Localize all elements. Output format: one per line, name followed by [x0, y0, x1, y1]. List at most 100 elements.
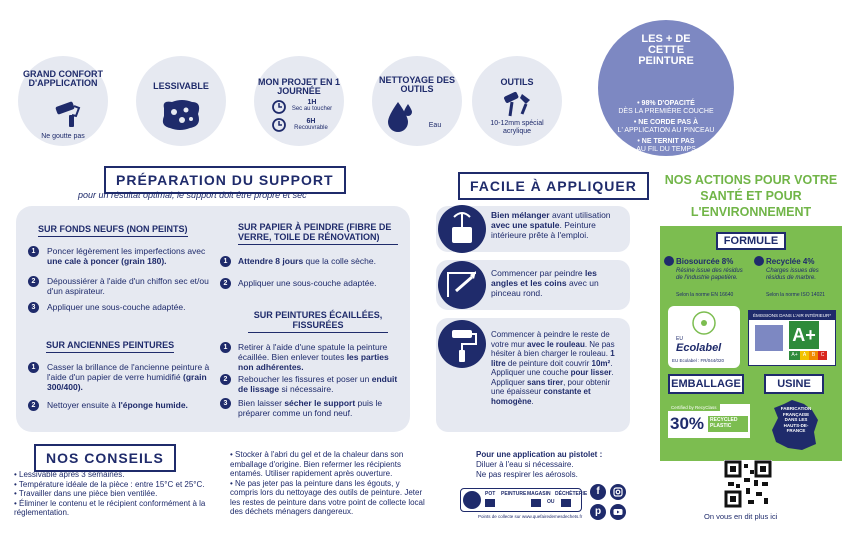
feature-title: GRAND CONFORT D'APPLICATION	[23, 69, 103, 88]
easy-title: FACILE À APPLIQUER	[458, 172, 649, 200]
anciennes-step-2: Nettoyer ensuite à l'éponge humide.	[47, 400, 188, 410]
prep-panel: SUR FONDS NEUFS (NON PEINTS) 1 Poncer lé…	[16, 206, 410, 432]
ecaillees-step-2: Reboucher les fissures et poser un endui…	[238, 374, 398, 394]
papier-heading: SUR PAPIER À PEINDRE (FIBRE DE VERRE, TO…	[238, 222, 398, 245]
actions-title: NOS ACTIONS POUR VOTRE SANTÉ ET POUR L'E…	[664, 173, 838, 219]
easy-step-mix: Bien mélanger avant utilisation avec une…	[436, 205, 630, 253]
feature-sub: Eau	[428, 122, 442, 129]
conseils-right: • Stocker à l'abri du gel et de la chale…	[230, 450, 425, 516]
recyclee-title: Recyclée 4%	[766, 257, 815, 266]
mixing-icon	[438, 205, 486, 253]
instagram-icon[interactable]	[610, 484, 626, 500]
feature-confort: GRAND CONFORT D'APPLICATION Ne goutte pa…	[18, 56, 108, 146]
formule-tag: FORMULE	[716, 232, 786, 250]
france-map-icon	[772, 400, 818, 450]
feature-nettoyage: NETTOYAGE DES OUTILS Eau	[372, 56, 462, 146]
neufs-heading: SUR FONDS NEUFS (NON PEINTS)	[38, 224, 188, 237]
step-number: 2	[220, 374, 231, 385]
recycle-icon	[754, 256, 764, 266]
step-number: 1	[28, 362, 39, 373]
feature-projet: MON PROJET EN 1 JOURNÉE 1H Sec au touche…	[254, 56, 344, 146]
conseils-title: NOS CONSEILS	[34, 444, 176, 472]
feature-title: NETTOYAGE DES OUTILS	[378, 75, 456, 94]
pot-icon	[485, 499, 495, 507]
recyclee-norm: Selon la norme ISO 14021	[766, 292, 825, 298]
easy-step-corners: Commencer par peindre les angles et les …	[436, 260, 630, 310]
step-number: 1	[220, 256, 231, 267]
roller-brush-icon	[504, 91, 530, 117]
waste-center-icon	[561, 499, 571, 507]
qr-caption: On vous en dit plus ici	[704, 512, 778, 521]
easy-text-1: Bien mélanger avant utilisation avec une…	[491, 210, 611, 240]
paint-roller-icon	[55, 101, 81, 127]
conseils-left: • Lessivable après 3 semaines. • Tempéra…	[14, 470, 206, 517]
emissions-badge: ÉMISSIONS DANS L'AIR INTÉRIEUR* A+ A+ A …	[748, 310, 836, 366]
feature-outils: OUTILS 10-12mm spécial acrylique	[472, 56, 562, 146]
biosourcee-title: Biosourcée 8%	[676, 257, 734, 266]
sponge-icon	[162, 100, 200, 130]
feature-sub: 10-12mm spécial acrylique	[490, 120, 544, 135]
benefit-item: • NE S'ENCRASSE PAS	[627, 157, 705, 164]
ecaillees-step-3: Bien laisser sécher le support puis le p…	[238, 398, 383, 418]
step-number: 3	[28, 302, 39, 313]
step-number: 3	[220, 398, 231, 409]
water-drop-icon	[388, 102, 412, 132]
easy-step-roller: Commencer à peindre le reste de votre mu…	[436, 318, 630, 432]
easy-text-3: Commencer à peindre le reste de votre mu…	[491, 330, 615, 406]
step-number: 2	[28, 400, 39, 411]
qr-code[interactable]	[724, 460, 772, 508]
ecaillees-heading: SUR PEINTURES ÉCAILLÉES, FISSURÉES	[248, 310, 388, 333]
flower-icon	[692, 311, 716, 335]
youtube-icon[interactable]	[610, 504, 626, 520]
feature-title: OUTILS	[500, 77, 534, 87]
recoat-time: 6H Recouvrable	[294, 118, 328, 131]
biosourcee-norm: Selon la norme EN 16640	[676, 292, 734, 298]
feature-sub: Ne goutte pas	[41, 133, 85, 140]
pinterest-icon[interactable]: p	[590, 504, 606, 520]
papier-step-2: Appliquer une sous-couche adaptée.	[238, 278, 377, 288]
house-icon	[755, 325, 783, 351]
clock-icon	[272, 118, 286, 132]
neufs-step-3: Appliquer une sous-couche adaptée.	[47, 302, 186, 312]
facebook-icon[interactable]: f	[590, 484, 606, 500]
step-number: 2	[28, 276, 39, 287]
ecolabel-badge: EU Ecolabel EU Ecolabel : FR/044/020	[668, 306, 740, 368]
papier-step-1: Attendre 8 jours que la colle sèche.	[238, 256, 376, 266]
step-number: 1	[220, 342, 231, 353]
biosourcee-text: Résine issue des résidus de l'industrie …	[676, 268, 743, 281]
brush-corner-icon	[438, 261, 486, 309]
ecaillees-step-1: Retirer à l'aide d'une spatule la peintu…	[238, 342, 389, 372]
prep-title: PRÉPARATION DU SUPPORT	[104, 166, 346, 194]
anciennes-step-1: Casser la brillance de l'ancienne peintu…	[47, 362, 210, 392]
clock-icon	[272, 100, 286, 114]
actions-panel: FORMULE Biosourcée 8% Résine issue des r…	[660, 226, 842, 461]
store-icon	[531, 499, 541, 507]
recycling-info: POT PEINTURE MAGASIN OU DÉCHÈTERIE	[460, 488, 587, 512]
feature-lessivable: LESSIVABLE	[136, 56, 226, 146]
recycling-footer: Points de collecte sur www.quefairedemes…	[478, 514, 583, 519]
step-number: 1	[28, 246, 39, 257]
feature-title: LESSIVABLE	[153, 81, 209, 91]
benefits-title: LES + DE CETTE PEINTURE	[638, 33, 694, 67]
triman-icon	[463, 491, 481, 509]
anciennes-heading: SUR ANCIENNES PEINTURES	[46, 340, 174, 353]
usine-tag: USINE	[764, 374, 824, 394]
dry-touch: 1H Sec au toucher	[291, 99, 333, 112]
step-number: 2	[220, 278, 231, 289]
feature-title: MON PROJET EN 1 JOURNÉE	[257, 77, 340, 96]
recyclee-text: Charges issues des résidus de marbre.	[766, 268, 819, 281]
pistolet-info: Pour une application au pistolet : Dilue…	[476, 450, 603, 479]
emission-grade: A+	[789, 321, 819, 349]
neufs-step-2: Dépoussiérer à l'aide d'un chiffon sec e…	[47, 276, 209, 296]
neufs-step-1: Poncer légèrement les imperfections avec…	[47, 246, 206, 266]
emballage-tag: EMBALLAGE	[668, 374, 744, 394]
leaf-icon	[664, 256, 674, 266]
recycled-plastic-badge: Certified by RecyClass 30% RECYCLED PLAS…	[668, 404, 750, 438]
prep-subtitle: pour un résultat optimal, le support doi…	[78, 190, 307, 200]
easy-text-2: Commencer par peindre les angles et les …	[491, 268, 599, 298]
